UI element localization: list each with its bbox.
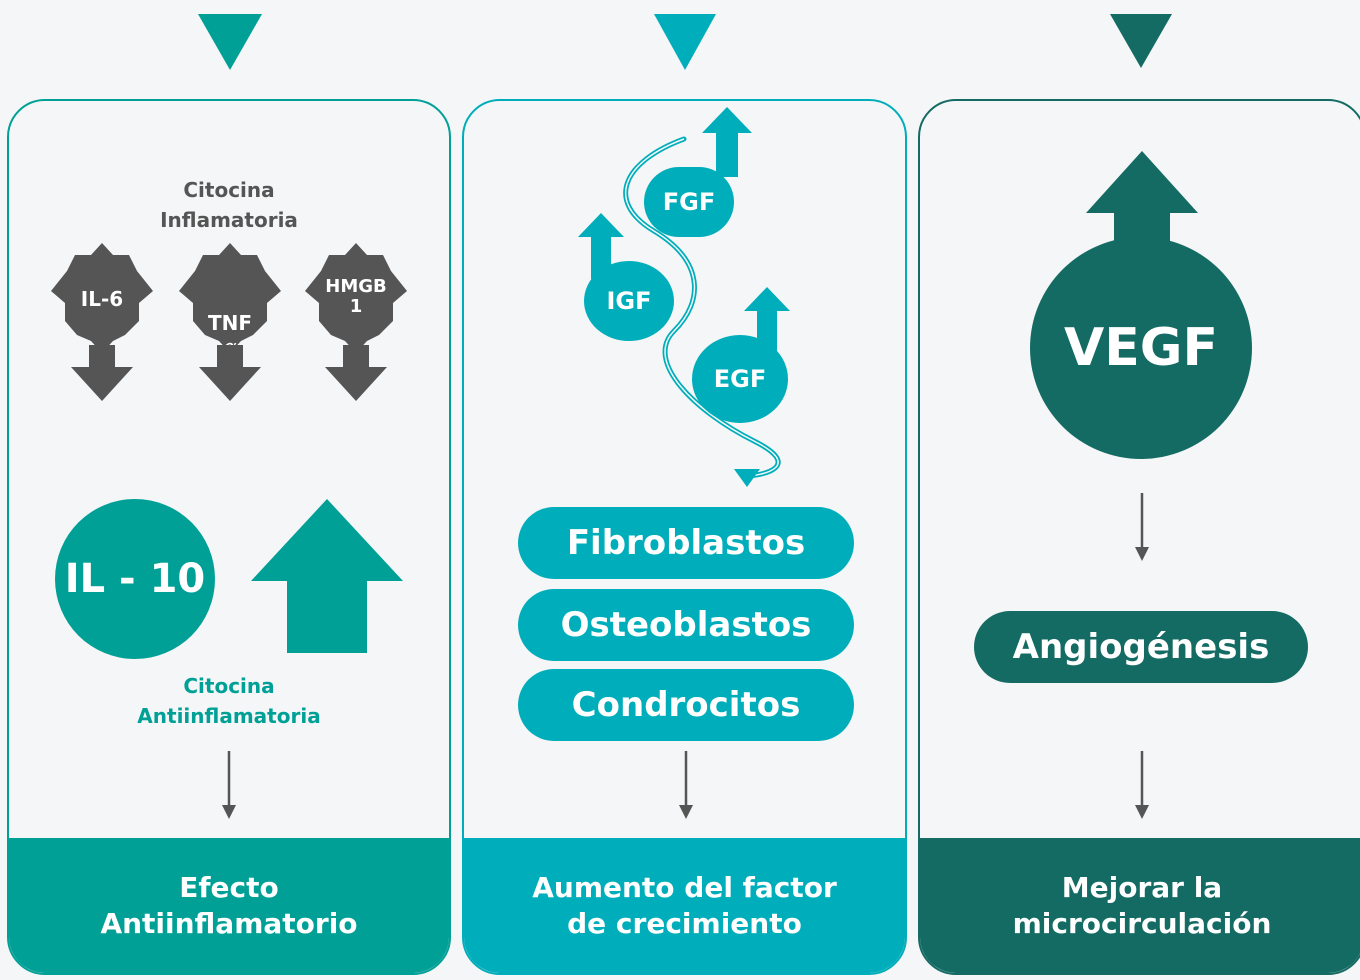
anti-inflammatory-panel: Citocina Inflamatoria IL-6 TNF α HMGB 1 …	[7, 99, 451, 975]
factor-circle-igf: IGF	[584, 261, 674, 341]
cytokine-badge-tnf	[179, 243, 281, 353]
il10-circle: IL - 10	[55, 499, 215, 659]
cell-pill-osteoblastos: Osteoblastos	[518, 589, 854, 661]
vegf-circle: VEGF	[1030, 237, 1252, 459]
indicator-triangle-2	[654, 14, 716, 70]
flow-arrow-2	[679, 751, 693, 819]
flow-arrow-1	[222, 751, 236, 819]
cell-pill-condrocitos: Condrocitos	[518, 669, 854, 741]
up-arrow-egf	[744, 287, 790, 353]
footer-text-2: Aumento del factor de crecimiento	[532, 870, 837, 940]
indicator-triangle-1	[198, 14, 262, 70]
cytokine-badge-il6	[51, 243, 153, 353]
down-arrow-tnf	[199, 345, 261, 401]
footer-text-1: Efecto Antiinflamatorio	[100, 870, 358, 940]
inflammatory-cytokine-label: Citocina Inflamatoria	[160, 178, 298, 232]
flow-arrow-3a	[1135, 493, 1149, 561]
cell-pill-fibroblastos: Fibroblastos	[518, 507, 854, 579]
vegf-up-arrow	[1086, 151, 1198, 251]
cytokine-badge-hmgb1	[305, 243, 407, 353]
indicator-triangle-3	[1110, 14, 1172, 68]
factor-circle-fgf: FGF	[644, 167, 734, 237]
big-up-arrow	[251, 499, 403, 653]
factor-circle-egf: EGF	[692, 335, 788, 423]
up-arrow-fgf	[702, 107, 752, 177]
down-arrow-hmgb1	[325, 345, 387, 401]
wavy-flow-path	[623, 136, 781, 479]
up-arrow-igf	[578, 213, 624, 279]
cytokine-label-il6: IL-6	[80, 287, 124, 311]
cytokine-label-hmgb1: HMGB 1	[325, 276, 387, 317]
footer-text-3: Mejorar la microcirculación	[1012, 870, 1272, 940]
cytokine-label-tnf-text: TNF	[207, 311, 253, 335]
panel-footer-anti-inflammatory: Efecto Antiinflamatorio	[9, 838, 449, 973]
flow-arrow-3b	[1135, 751, 1149, 819]
microcirculation-panel: VEGF Angiogénesis Mejorar la microcircul…	[918, 99, 1360, 975]
angiogenesis-pill: Angiogénesis	[974, 611, 1308, 683]
anti-inflammatory-cytokine-label: Citocina Antiinflamatoria	[137, 674, 321, 728]
wavy-path-arrowhead	[734, 469, 760, 487]
panel-footer-microcirculation: Mejorar la microcirculación	[920, 838, 1360, 973]
panel-footer-growth-factor: Aumento del factor de crecimiento	[464, 838, 905, 973]
growth-factor-panel: FGF IGF EGF Fibroblastos Osteoblastos Co…	[462, 99, 907, 975]
down-arrow-il6	[71, 345, 133, 401]
